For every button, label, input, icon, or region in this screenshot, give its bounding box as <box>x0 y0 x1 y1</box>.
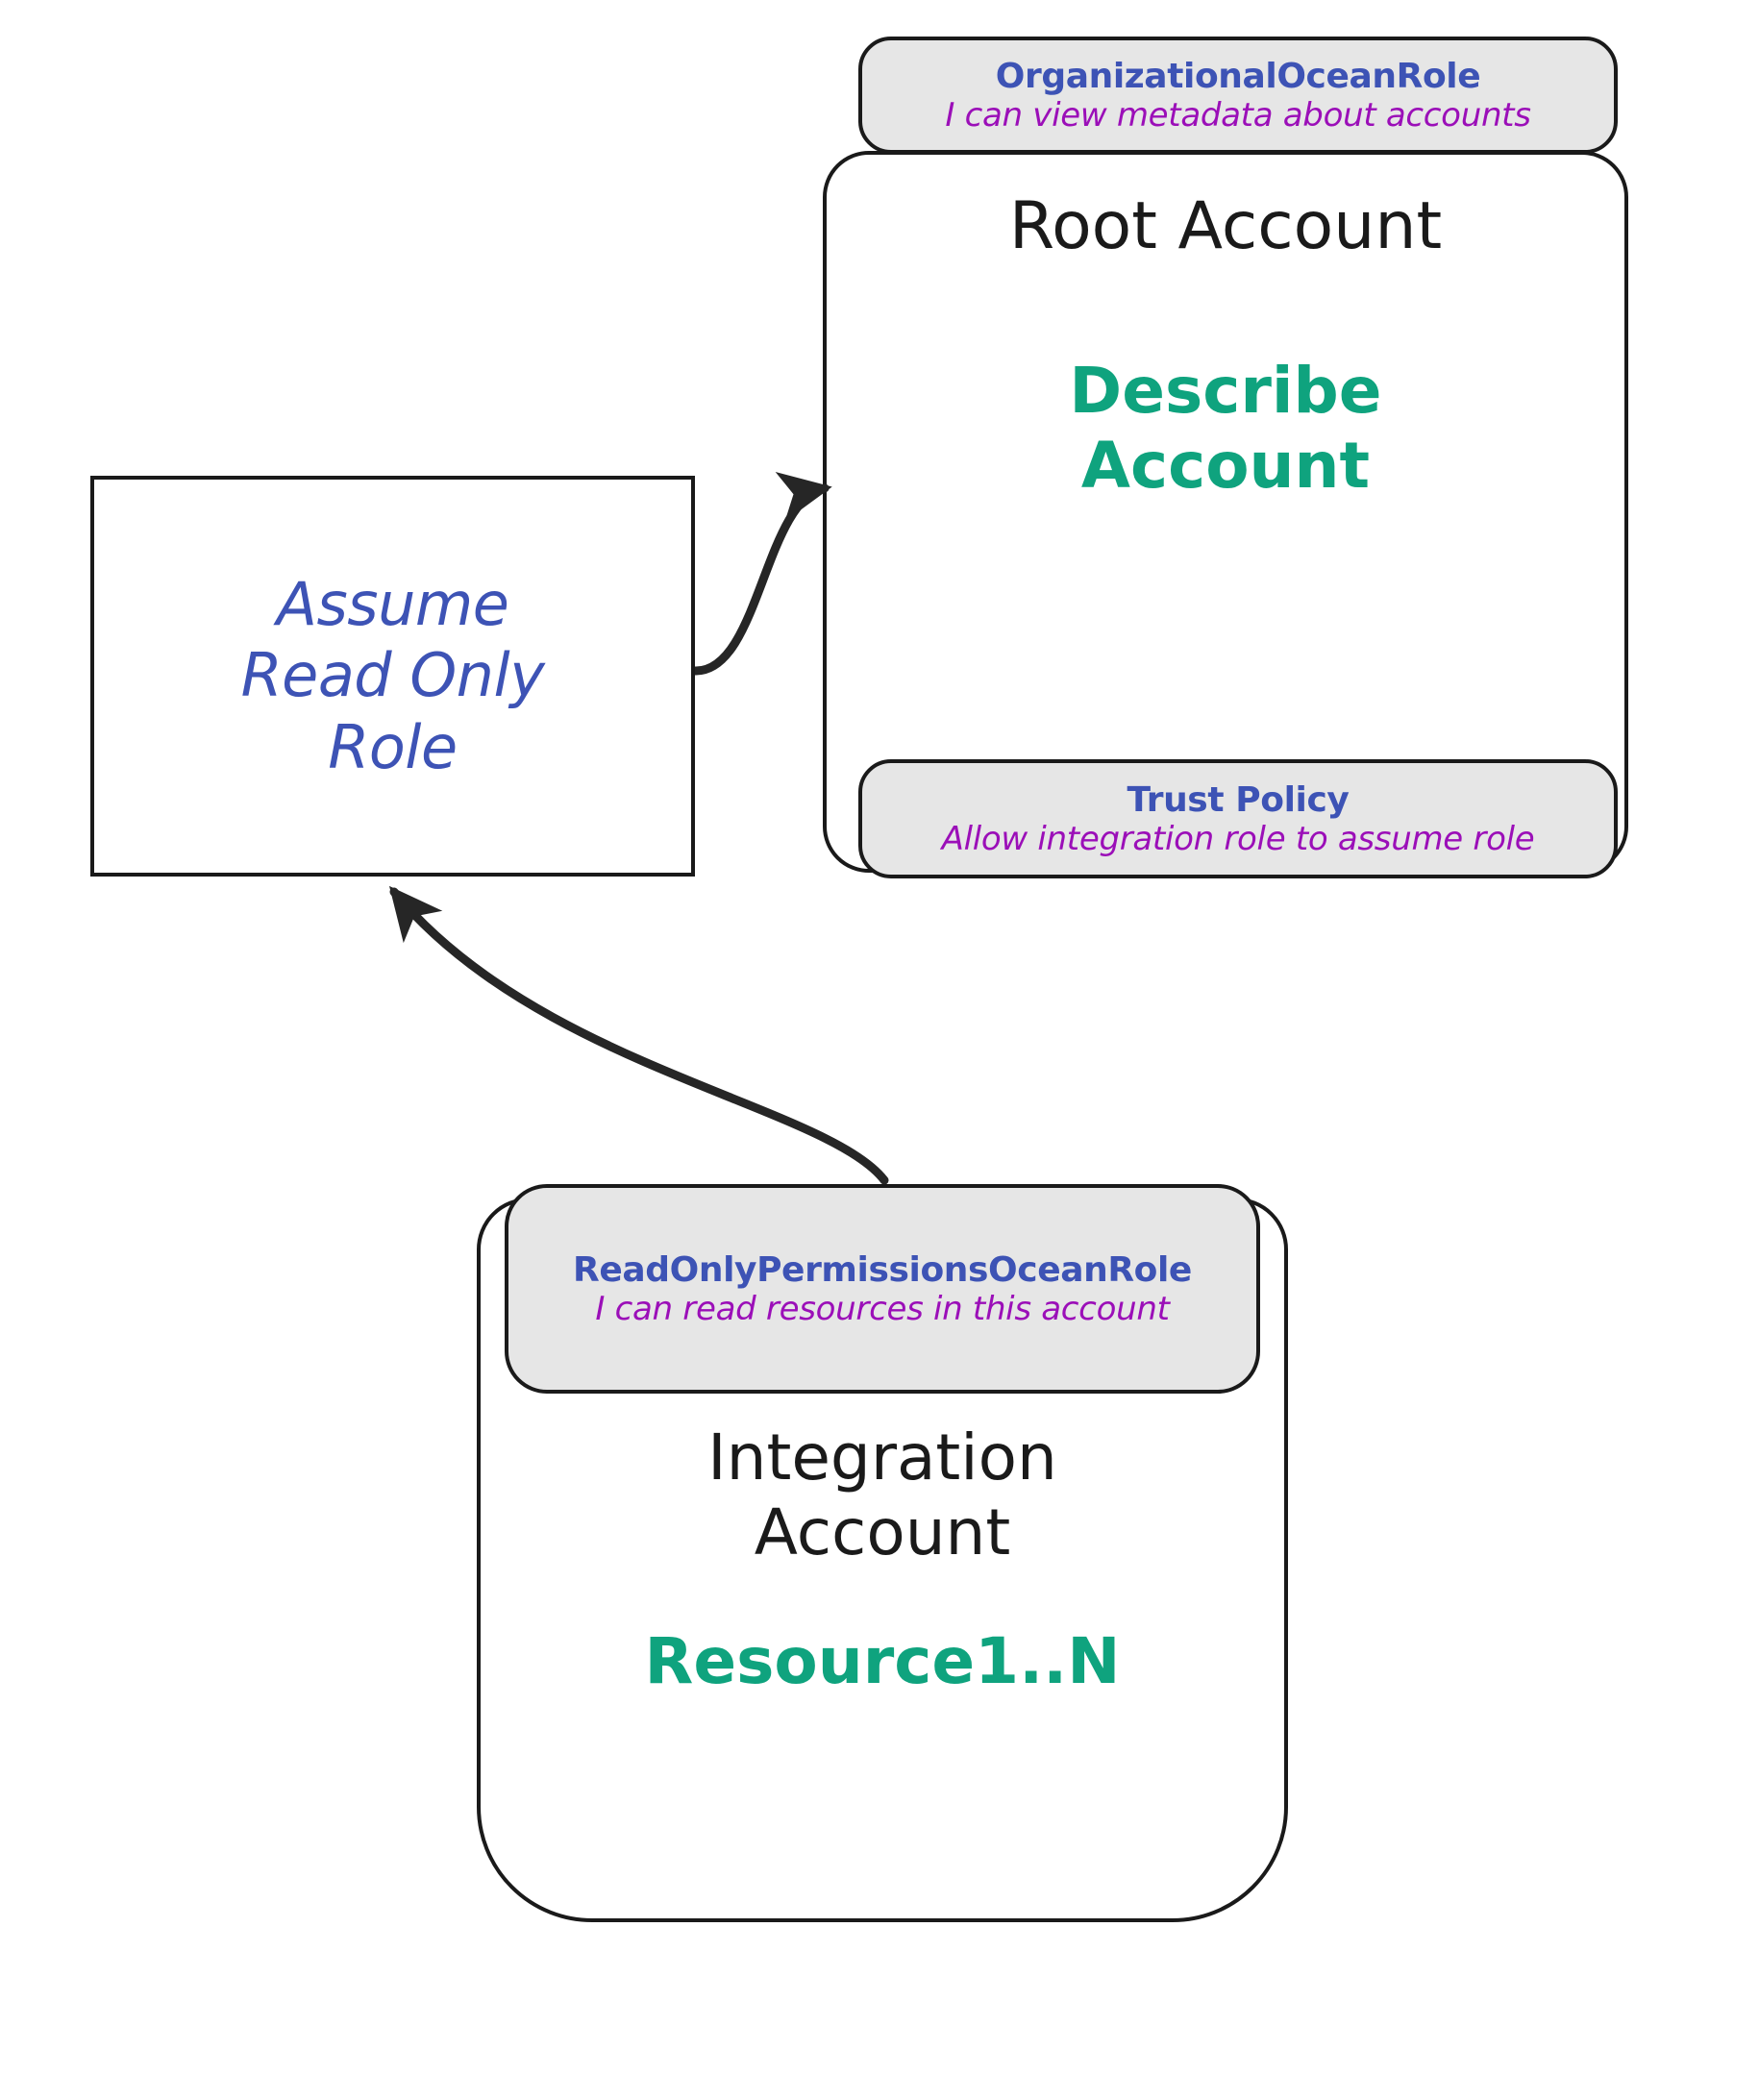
integration-account-highlight: Resource1..N <box>644 1624 1121 1698</box>
badge-read-only-permissions-ocean-role[interactable]: ReadOnlyPermissionsOceanRole I can read … <box>505 1184 1260 1394</box>
integration-account-title: Integration Account <box>707 1421 1057 1569</box>
badge-organizational-ocean-role[interactable]: OrganizationalOceanRole I can view metad… <box>858 37 1618 154</box>
badge-read-only-permissions-ocean-role-description: I can read resources in this account <box>595 1289 1170 1328</box>
edge-integration-to-assume-role <box>388 885 889 1185</box>
badge-read-only-permissions-ocean-role-name: ReadOnlyPermissionsOceanRole <box>573 1249 1192 1290</box>
badge-trust-policy[interactable]: Trust Policy Allow integration role to a… <box>858 759 1618 878</box>
root-account-highlight: Describe Account <box>1069 354 1382 503</box>
assume-read-only-role-node[interactable]: Assume Read Only Role <box>90 476 695 877</box>
badge-trust-policy-description: Allow integration role to assume role <box>941 819 1535 858</box>
root-account-title: Root Account <box>1008 188 1443 264</box>
badge-trust-policy-name: Trust Policy <box>1127 779 1350 820</box>
assume-read-only-role-label: Assume Read Only Role <box>240 568 545 782</box>
badge-organizational-ocean-role-description: I can view metadata about accounts <box>945 95 1531 135</box>
root-account-container <box>823 151 1628 873</box>
edge-assume-to-root-account <box>690 472 832 676</box>
badge-organizational-ocean-role-name: OrganizationalOceanRole <box>995 56 1481 96</box>
